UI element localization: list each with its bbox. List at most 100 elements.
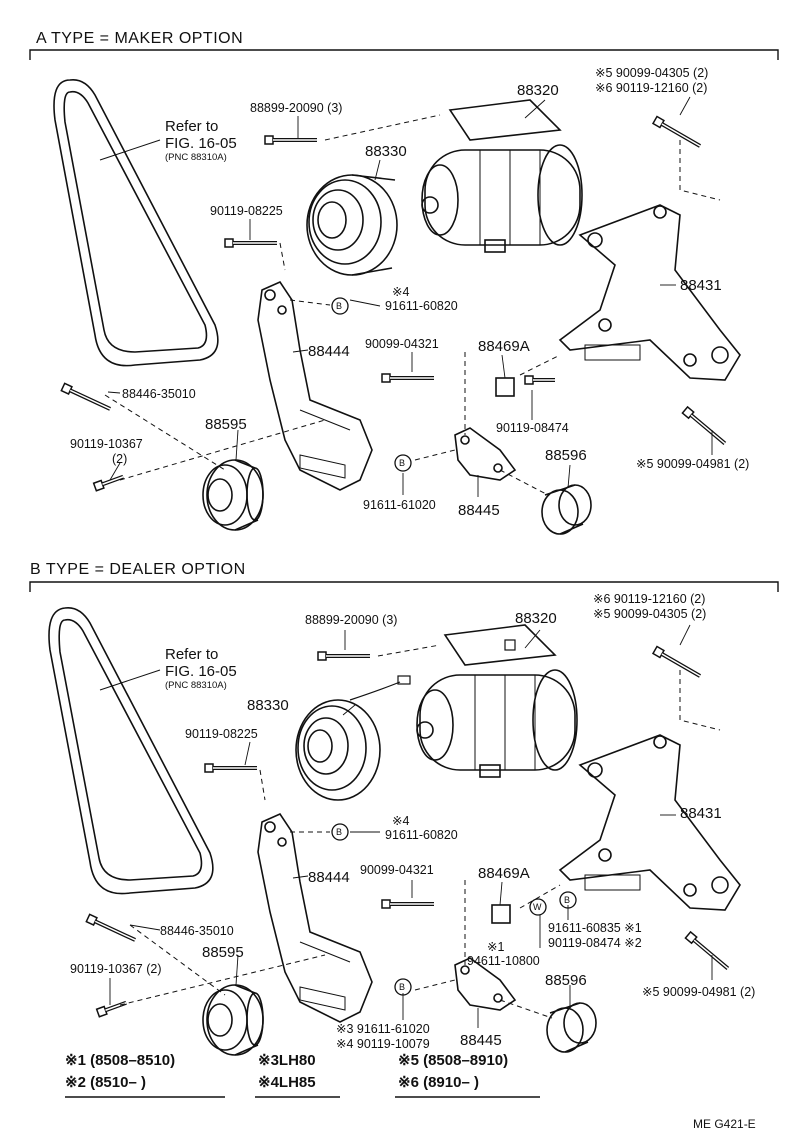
bracket-88431-b xyxy=(558,734,741,911)
bracket-88445-b xyxy=(454,957,517,1011)
clutch-pulley xyxy=(306,174,398,276)
circle-b-b3-label: B xyxy=(564,895,571,905)
circle-w-b xyxy=(529,898,547,916)
compressor-b xyxy=(416,624,578,778)
spacer-88469a xyxy=(495,377,515,397)
label-88320-b: 88320 xyxy=(515,610,557,627)
bolt-star5-a xyxy=(651,114,705,152)
label-star4-bolt-b: ※4 90119-10079 xyxy=(336,1037,430,1051)
label-90099-04321-a: 90099-04321 xyxy=(365,337,439,351)
label-88469a-a: 88469A xyxy=(478,338,530,355)
bolt-90099-04321-a xyxy=(380,372,436,384)
diagram-code: ME G421-E xyxy=(693,1117,756,1131)
bolt-star5b-a xyxy=(680,404,730,449)
bolt-90119-10367-b xyxy=(94,996,130,1019)
circle-b-b2 xyxy=(394,978,412,996)
label-88469a-b: 88469A xyxy=(478,865,530,882)
label-star6-a: ※6 90119-12160 (2) xyxy=(595,81,708,95)
label-94611-10800-b: 94611-10800 xyxy=(467,954,540,968)
note-6: ※6 (8910– ) xyxy=(398,1074,479,1091)
circle-w-label: W xyxy=(533,902,542,912)
idler-pulley-b xyxy=(202,984,264,1056)
label-star3-bolt-b: ※3 91611-61020 xyxy=(336,1022,430,1036)
idler-pulley xyxy=(202,459,264,531)
clutch-pulley-b xyxy=(295,675,411,801)
drive-belt xyxy=(53,78,219,367)
section-a xyxy=(29,49,779,535)
label-88596-a: 88596 xyxy=(545,447,587,464)
label-91611-60820-b: 91611-60820 xyxy=(385,828,458,842)
label-90119-10367-a: 90119-10367 xyxy=(70,437,143,451)
circle-b-b2-label: B xyxy=(399,982,406,992)
label-90119-10367-b: 90119-10367 (2) xyxy=(70,962,162,976)
circle-b-a2 xyxy=(394,454,412,472)
label-88595-b: 88595 xyxy=(202,944,244,961)
fig-ref-b: FIG. 16-05 xyxy=(165,663,237,680)
bolt-star6-b xyxy=(651,644,705,682)
label-90119-08225-a: 90119-08225 xyxy=(210,204,283,218)
circle-b-b1 xyxy=(331,823,349,841)
label-88444-b: 88444 xyxy=(308,869,350,886)
label-90099-04321-b: 90099-04321 xyxy=(360,863,434,877)
label-star5-a: ※5 90099-04305 (2) xyxy=(595,66,709,80)
label-88431-a: 88431 xyxy=(680,277,722,294)
fig-ref-a: FIG. 16-05 xyxy=(165,135,237,152)
bolt-90099-04321-b xyxy=(380,898,436,910)
section-b-title: B TYPE = DEALER OPTION xyxy=(30,561,246,578)
bolt-88899-a xyxy=(263,134,319,146)
bolt-star5b-b xyxy=(683,929,733,974)
label-88445-b: 88445 xyxy=(460,1032,502,1049)
label-88899-a: 88899-20090 (3) xyxy=(250,101,343,115)
label-91611-61020-a: 91611-61020 xyxy=(363,498,436,512)
star4-a: ※4 xyxy=(392,285,410,299)
label-88330-b: 88330 xyxy=(247,697,289,714)
spacer-88469a-b xyxy=(491,904,511,924)
refer-label-a: Refer to xyxy=(165,118,219,135)
label-91611-60820-a: 91611-60820 xyxy=(385,299,458,313)
label-88445-a: 88445 xyxy=(458,502,500,519)
note-5: ※5 (8508–8910) xyxy=(398,1052,509,1069)
label-91611-60835-b: 91611-60835 ※1 xyxy=(548,921,642,935)
label-star6-b: ※6 90119-12160 (2) xyxy=(593,592,706,606)
bolt-88446-a xyxy=(59,381,114,415)
note-3: ※3LH80 xyxy=(258,1052,316,1069)
bolt-90119-08225-b xyxy=(203,762,259,774)
pnc-ref-b: (PNC 88310A) xyxy=(165,680,227,691)
section-a-title: A TYPE = MAKER OPTION xyxy=(36,30,244,47)
label-88320-a: 88320 xyxy=(517,82,559,99)
bracket-88431 xyxy=(558,204,741,381)
label-star5b-b: ※5 90099-04981 (2) xyxy=(642,985,756,999)
label-88446-a: 88446-35010 xyxy=(122,387,196,401)
note-2: ※2 (8510– ) xyxy=(65,1074,146,1091)
circle-b-a1-label: B xyxy=(336,301,343,311)
label-88446-b: 88446-35010 xyxy=(160,924,234,938)
bolt-90119-10367-a xyxy=(91,470,127,493)
label-star5b-a: ※5 90099-04981 (2) xyxy=(636,457,750,471)
qty-90119-10367-a: (2) xyxy=(112,452,128,466)
bolt-88446-b xyxy=(84,912,139,946)
section-b xyxy=(29,581,779,1098)
pnc-ref-a: (PNC 88310A) xyxy=(165,152,227,163)
note-1: ※1 (8508–8510) xyxy=(65,1052,176,1069)
label-star5-b: ※5 90099-04305 (2) xyxy=(593,607,707,621)
star4-b: ※4 xyxy=(392,814,410,828)
refer-label-b: Refer to xyxy=(165,646,219,663)
pulley-88596 xyxy=(541,484,592,535)
label-88596-b: 88596 xyxy=(545,972,587,989)
bracket-88445 xyxy=(454,427,517,481)
label-88444-a: 88444 xyxy=(308,343,350,360)
bolt-90119-08225-a xyxy=(223,237,279,249)
label-88431-b: 88431 xyxy=(680,805,722,822)
circle-b-a1 xyxy=(331,297,349,315)
circle-b-b1-label: B xyxy=(336,827,343,837)
circle-b-b3 xyxy=(559,891,577,909)
pulley-88596-b xyxy=(546,1002,597,1053)
label-88330-a: 88330 xyxy=(365,143,407,160)
star1-b: ※1 xyxy=(487,940,505,954)
label-90119-08225-b: 90119-08225 xyxy=(185,727,258,741)
note-4: ※4LH85 xyxy=(258,1074,316,1091)
label-88899-b: 88899-20090 (3) xyxy=(305,613,398,627)
label-90119-08474-a: 90119-08474 xyxy=(496,421,569,435)
bracket-88444 xyxy=(257,280,373,491)
